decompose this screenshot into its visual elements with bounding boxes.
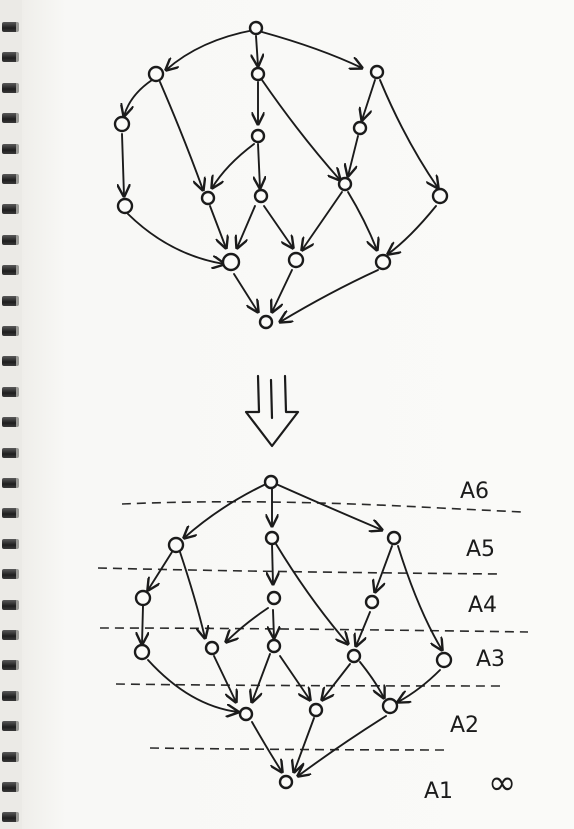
top-graph-edges bbox=[122, 29, 438, 322]
node-top-a6 bbox=[248, 20, 264, 36]
binding-ring bbox=[2, 295, 19, 306]
binding-ring bbox=[2, 326, 19, 336]
node-bottom-a2-3 bbox=[381, 697, 399, 715]
node-bottom-a4-mid bbox=[266, 590, 282, 606]
node-top-a5-right bbox=[369, 64, 385, 80]
binding-ring bbox=[2, 22, 19, 32]
node-bottom-a2-2 bbox=[308, 702, 324, 718]
node-top-a5-left bbox=[147, 65, 165, 83]
node-top-a3-2 bbox=[200, 190, 216, 206]
binding-ring bbox=[2, 751, 19, 762]
binding-ring bbox=[2, 478, 19, 488]
binding-ring bbox=[2, 265, 19, 276]
binding-ring bbox=[2, 660, 19, 671]
node-bottom-a3-1 bbox=[133, 643, 151, 661]
node-bottom-a3-3 bbox=[266, 638, 282, 654]
node-top-a5-mid bbox=[250, 66, 266, 82]
node-top-a3-1 bbox=[116, 197, 134, 215]
node-bottom-a3-5 bbox=[435, 651, 453, 669]
level-label-a5: A5 bbox=[466, 537, 495, 562]
node-bottom-a5-mid bbox=[264, 530, 280, 546]
top-graph bbox=[113, 20, 449, 330]
binding-ring bbox=[2, 82, 19, 93]
binding-ring bbox=[2, 174, 19, 184]
bottom-graph bbox=[133, 474, 453, 790]
binding-ring bbox=[2, 204, 19, 215]
node-bottom-a1 bbox=[278, 774, 294, 790]
node-top-a1 bbox=[258, 314, 274, 330]
node-bottom-a5-right bbox=[386, 530, 402, 546]
binding-ring bbox=[2, 447, 19, 458]
level-label-a2: A2 bbox=[450, 713, 479, 738]
down-arrow-icon bbox=[244, 374, 300, 448]
top-graph-nodes bbox=[113, 20, 449, 330]
divider-a2-a1 bbox=[149, 747, 451, 751]
node-bottom-a4-right bbox=[364, 594, 380, 610]
node-top-a2-2 bbox=[287, 251, 305, 269]
node-bottom-a5-left bbox=[167, 536, 185, 554]
binding-ring bbox=[2, 417, 19, 428]
binding-ring bbox=[2, 812, 19, 823]
binding-ring bbox=[2, 356, 19, 367]
node-top-a4-mid bbox=[250, 128, 266, 144]
binding-ring bbox=[2, 52, 19, 63]
spiral-binding bbox=[0, 0, 22, 829]
binding-ring bbox=[2, 721, 19, 732]
binding-ring bbox=[2, 630, 19, 640]
level-label-a6: A6 bbox=[460, 479, 489, 504]
node-top-a4-left bbox=[113, 115, 131, 133]
divider-a5-a4 bbox=[97, 567, 501, 575]
level-label-a3: A3 bbox=[476, 647, 505, 672]
binding-ring bbox=[2, 234, 19, 245]
bottom-graph-edges bbox=[142, 483, 442, 776]
node-bottom-a6 bbox=[263, 474, 279, 490]
node-top-a4-right bbox=[352, 120, 368, 136]
binding-ring bbox=[2, 386, 19, 397]
binding-ring bbox=[2, 690, 19, 701]
divider-a3-a2 bbox=[115, 683, 501, 687]
binding-ring bbox=[2, 569, 19, 580]
binding-ring bbox=[2, 113, 19, 124]
binding-ring bbox=[2, 508, 19, 519]
level-dividers bbox=[97, 500, 529, 751]
binding-ring bbox=[2, 599, 19, 610]
node-top-a3-5 bbox=[431, 187, 449, 205]
infinity-symbol: ∞ bbox=[488, 763, 516, 803]
node-top-a2-1 bbox=[221, 252, 241, 272]
bottom-graph-nodes bbox=[133, 474, 453, 790]
node-bottom-a3-4 bbox=[346, 648, 362, 664]
level-label-a1: A1 bbox=[424, 779, 453, 804]
level-label-a4: A4 bbox=[468, 593, 497, 618]
node-top-a2-3 bbox=[374, 253, 392, 271]
node-bottom-a4-left bbox=[134, 589, 152, 607]
binding-ring bbox=[2, 143, 19, 154]
node-top-a3-4 bbox=[337, 176, 353, 192]
binding-ring bbox=[2, 538, 19, 549]
binding-ring bbox=[2, 782, 19, 792]
level-labels: A6 A5 A4 A3 A2 A1 ∞ bbox=[424, 479, 516, 804]
node-bottom-a2-1 bbox=[238, 706, 254, 722]
node-top-a3-3 bbox=[253, 188, 269, 204]
node-bottom-a3-2 bbox=[204, 640, 220, 656]
divider-a4-a3 bbox=[99, 627, 529, 633]
divider-a6-a5 bbox=[121, 500, 523, 513]
